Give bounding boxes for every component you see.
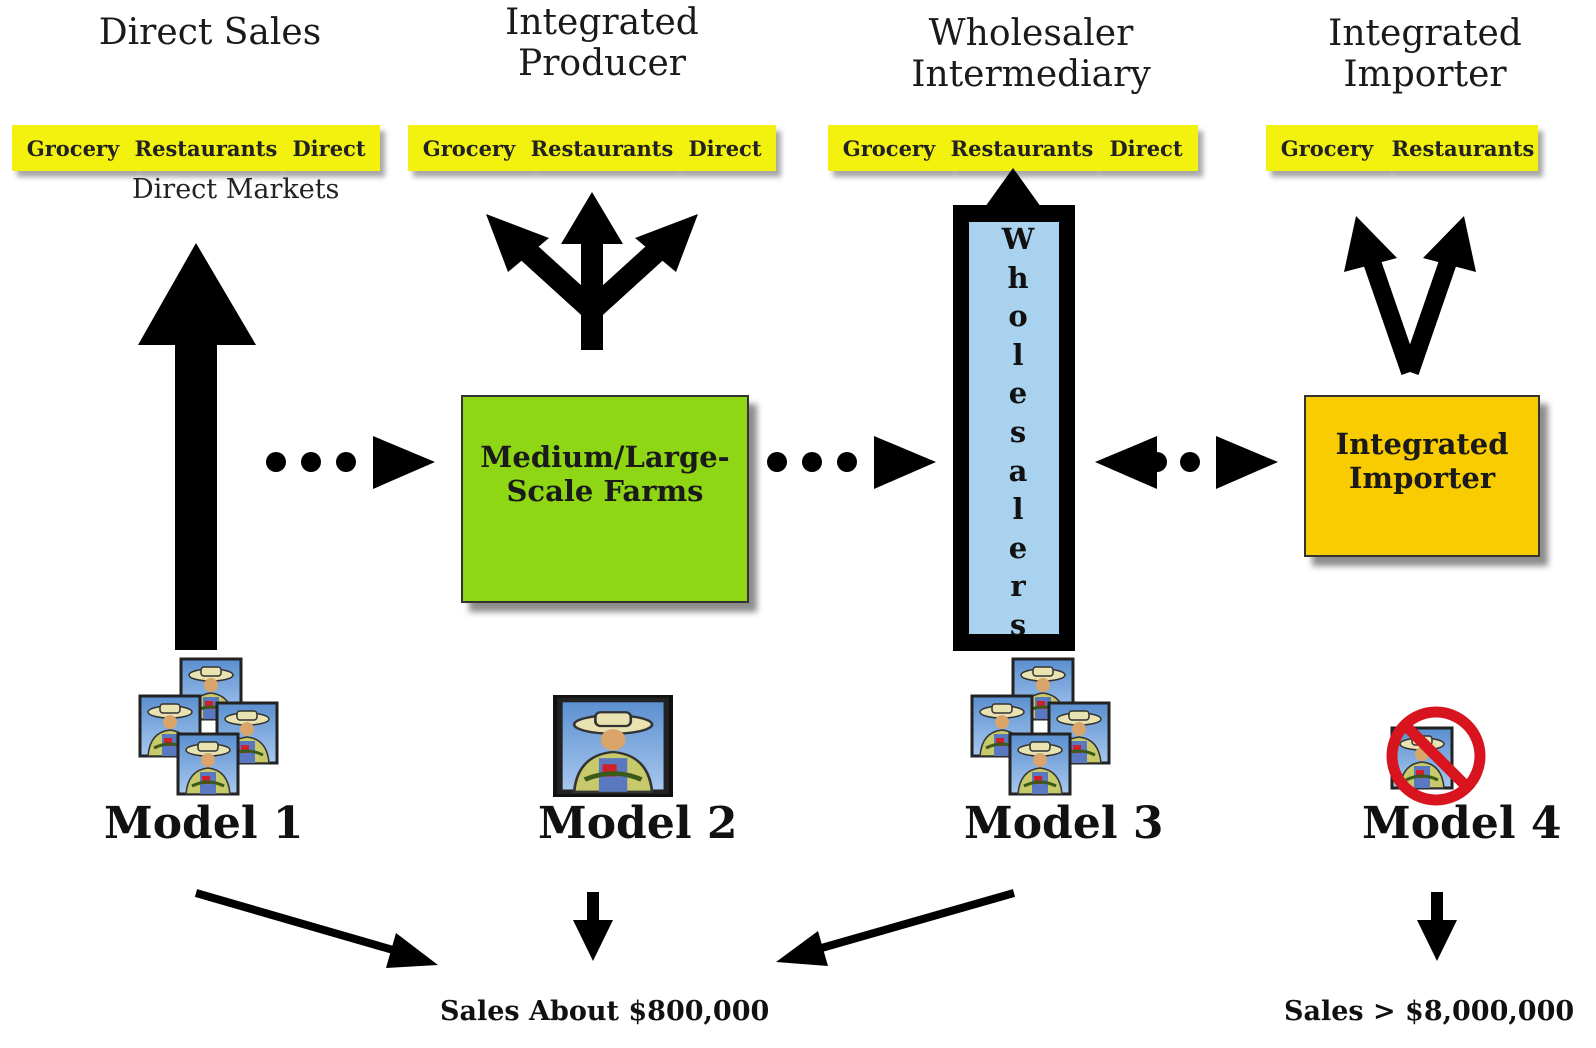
wholesalers-inner [969, 222, 1059, 634]
segment-direct: Direct [278, 125, 380, 171]
title-direct-sales: Direct Sales [98, 12, 322, 53]
segment-grocery: Grocery [12, 125, 134, 171]
segment-grocery: Grocery [828, 125, 950, 171]
wholesalers-letter: l [1012, 492, 1024, 527]
bidirectional-dotted-arrow-icon [1095, 436, 1278, 489]
wholesalers-letter: l [1012, 337, 1024, 372]
model-2-label: Model 2 [538, 798, 738, 849]
segment-direct: Direct [674, 125, 776, 171]
prohibited-icon [1386, 706, 1486, 806]
v-arrow-icon [1363, 259, 1457, 375]
farmer-group-icon [138, 657, 279, 796]
wholesalers-letter: o [1008, 299, 1028, 334]
segment-grocery: Grocery [1266, 125, 1388, 171]
dotted-arrow-icon [767, 436, 936, 489]
wholesalers-letter: s [1009, 414, 1027, 449]
segment-direct: Direct [1094, 125, 1198, 171]
wholesalers-letter: W [1001, 222, 1035, 256]
up-arrow-icon [138, 243, 256, 650]
model-1-label: Model 1 [104, 798, 304, 849]
down-left-arrow-icon [776, 889, 1016, 966]
wholesalers-letter: a [1008, 453, 1028, 488]
farmer-icon [553, 695, 673, 797]
dotted-arrow-icon [266, 436, 435, 489]
wholesalers-letter: s [1009, 607, 1027, 642]
segment-restaurants: Restaurants [530, 125, 674, 171]
title-integrated-importer: Integrated Importer [1328, 13, 1522, 95]
direct-markets-label: Direct Markets [132, 174, 340, 205]
down-arrow-icon [573, 892, 613, 961]
three-way-arrow-icon [507, 231, 677, 350]
wholesalers-letter: r [1010, 569, 1026, 604]
wholesalers-letter: e [1008, 376, 1028, 411]
importer-box: Integrated Importer [1304, 395, 1540, 557]
title-wholesaler-intermediary: Wholesaler Intermediary [911, 13, 1151, 95]
title-integrated-producer: Integrated Producer [505, 2, 699, 84]
segment-restaurants: Restaurants [1388, 125, 1538, 171]
model-4-label: Model 4 [1362, 798, 1562, 849]
down-right-arrow-icon [194, 889, 438, 968]
sales-over-8m: Sales > $8,000,000 [1284, 996, 1575, 1027]
farms-box: Medium/Large- Scale Farms [461, 395, 749, 603]
segment-grocery: Grocery [408, 125, 530, 171]
segment-restaurants: Restaurants [134, 125, 278, 171]
up-arrow-icon [985, 168, 1041, 207]
wholesalers-letter: e [1008, 530, 1028, 565]
segment-restaurants: Restaurants [950, 125, 1094, 171]
farmer-group-icon [970, 657, 1111, 796]
sales-about-800k: Sales About $800,000 [440, 996, 770, 1027]
down-arrow-icon [1417, 892, 1457, 961]
model-3-label: Model 3 [964, 798, 1164, 849]
wholesalers-letter: h [1007, 260, 1029, 295]
